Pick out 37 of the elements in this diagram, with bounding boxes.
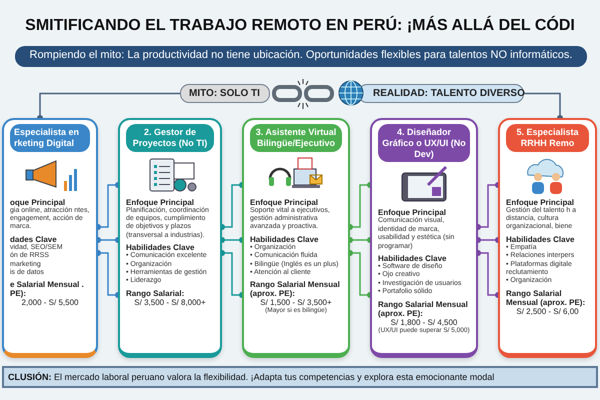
section-heading: Rango Salarial Mensual (aprox. PE): xyxy=(378,300,469,318)
role-card xyxy=(498,118,597,358)
section-heading: Rango Salarial Mensual (aprox. PE): xyxy=(506,288,586,307)
salary-range: 2,000 - S/ 5,500 xyxy=(22,298,80,308)
salary-range: S/ 1,500 - S/ 3,500+ xyxy=(260,298,333,308)
card-title: 3. Asistente Virtual Bilingüe/Ejecutivo xyxy=(250,124,342,152)
role-card xyxy=(2,118,98,358)
role-card xyxy=(242,118,350,358)
role-card xyxy=(118,118,222,358)
card-title: Especialista en rketing Digital xyxy=(10,124,90,152)
section-heading: Enfoque Principal xyxy=(250,198,318,207)
section-heading: oque Principal xyxy=(10,198,66,207)
section-heading: Rango Salarial Mensual (aprox. PE): xyxy=(250,280,341,298)
section-heading: dades Clave xyxy=(10,234,58,244)
card-title: 5. Especialista RRHH Remo xyxy=(506,124,589,152)
card-title: 4. Diseñador Gráfico o UX/UI (No Dev) xyxy=(378,124,470,162)
salary-range: S/ 1,800 - S/ 4,500 xyxy=(390,318,458,327)
reality-label: REALIDAD: TALENTO DIVERSO xyxy=(358,84,524,103)
section-heading: Habilidades Clave xyxy=(250,234,320,244)
section-heading: Rango Salarial: xyxy=(126,288,186,298)
section-heading: Habilidades Clave xyxy=(378,254,448,263)
role-card xyxy=(370,118,478,358)
section-heading: Habilidades Clave xyxy=(506,234,576,244)
myth-label: MITO: SOLO TI xyxy=(180,84,270,103)
connector-line xyxy=(37,92,180,121)
title-heading: SMITIFICANDO EL TRABAJO REMOTO EN PERÚ: ¡MÁS ALLÁ DEL CÓDI xyxy=(24,17,576,35)
section-heading: Enfoque Principal xyxy=(126,198,194,207)
section-heading: Enfoque Principal xyxy=(506,198,576,207)
subtitle-banner: Rompiendo el mito: La productividad no tiene ubicación. Oportunidades flexibles para talentos NO informáticos. xyxy=(15,46,587,67)
salary-range: S/ 3,500 - S/ 8,000+ xyxy=(134,298,207,307)
section-heading: e Salarial Mensual . PE): xyxy=(10,280,85,298)
conclusion-banner: CLUSIÓN: El mercado laboral peruano valora la flexibilidad. ¡Adapta tus competencias y explora esta emocionante modal xyxy=(2,366,598,388)
section-heading: Enfoque Principal xyxy=(378,208,448,218)
salary-range: S/ 2,500 - S/ 6,00 xyxy=(515,306,579,316)
section-heading: Habilidades Clave xyxy=(126,243,194,252)
connector-line xyxy=(524,92,563,121)
card-title: 2. Gestor de Proyectos (No TI) xyxy=(126,124,214,152)
